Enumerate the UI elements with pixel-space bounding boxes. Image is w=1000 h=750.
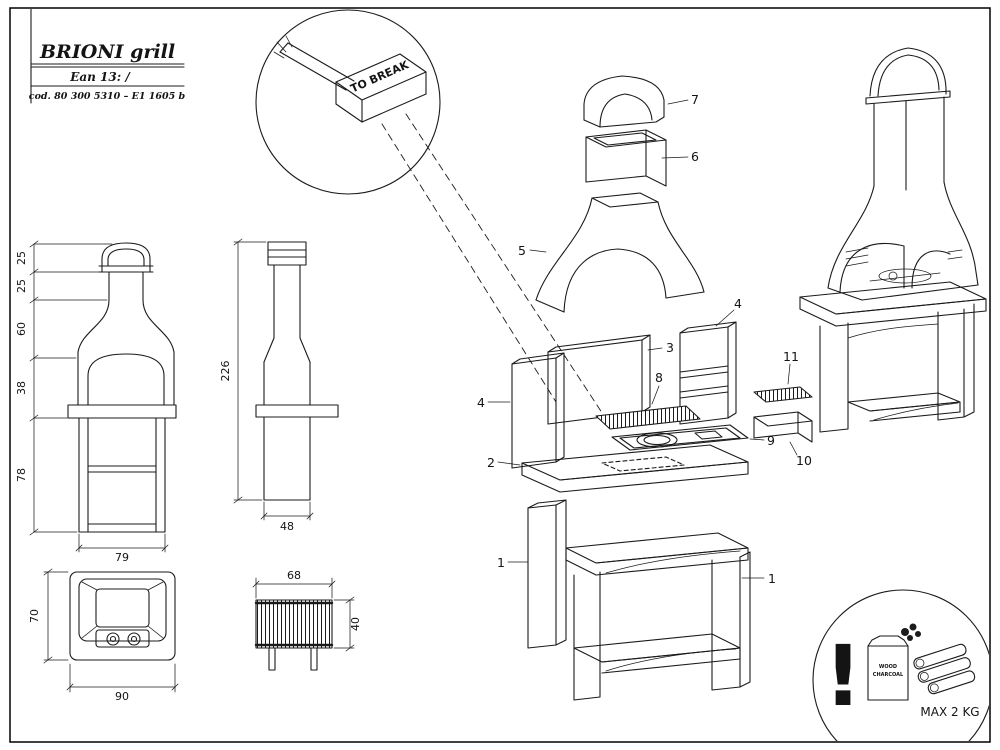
ean-code: Ean 13: / <box>69 70 131 84</box>
grate-front-view: 68 40 <box>252 569 362 671</box>
dim-79: 79 <box>115 551 129 564</box>
part-hood <box>535 192 705 313</box>
dim-40: 40 <box>349 617 362 631</box>
part-side-panel-right <box>679 321 737 425</box>
part-side-panel-left <box>511 352 565 469</box>
brand-title: BRIONI grill <box>39 41 175 63</box>
dim-226: 226 <box>219 361 232 382</box>
part-grate <box>595 405 701 430</box>
title-block: BRIONI grill Ean 13: / cod. 80 300 5310 … <box>29 9 186 104</box>
exclamation-icon: ! <box>824 627 862 725</box>
detail-circle <box>255 9 441 195</box>
dim-48: 48 <box>280 520 294 533</box>
dim-68: 68 <box>287 569 301 582</box>
grate-drawing <box>254 599 334 671</box>
front-view-drawing <box>67 242 177 533</box>
part-label-4b: 4 <box>734 296 742 311</box>
product-code: cod. 80 300 5310 – E1 1605 b <box>29 91 186 102</box>
dim-25a: 25 <box>15 251 28 265</box>
part-cap <box>583 75 665 128</box>
dim-90: 90 <box>115 690 129 703</box>
firebox-dimensions: 70 90 <box>28 568 179 703</box>
detail-bubble: TO BREAK <box>255 9 613 429</box>
part-label-4a: 4 <box>477 395 485 410</box>
part-tray <box>611 424 749 451</box>
charcoal-bag-icon: WOOD CHARCOAL <box>867 623 921 701</box>
dim-60: 60 <box>15 322 28 336</box>
part-grill <box>753 386 813 403</box>
grate-dimensions: 68 40 <box>252 569 362 652</box>
warning-circle <box>812 589 989 741</box>
part-label-10: 10 <box>796 453 812 468</box>
dim-78: 78 <box>15 468 28 482</box>
part-label-7: 7 <box>691 92 699 107</box>
part-label-3: 3 <box>666 340 674 355</box>
warning-bubble: ! WOOD CHARCOAL MAX 2 KG <box>812 589 989 741</box>
dim-25b: 25 <box>15 279 28 293</box>
front-view: 25 25 60 38 78 79 <box>15 240 177 564</box>
side-view-dimensions: 226 48 <box>219 238 314 533</box>
side-view-drawing <box>255 241 339 501</box>
part-label-8: 8 <box>655 370 663 385</box>
bag-label-1: WOOD <box>879 664 897 670</box>
to-break-label: TO BREAK <box>349 58 411 95</box>
part-worktop <box>521 444 749 493</box>
hammer-illustration <box>273 35 427 123</box>
firebox-drawing <box>69 571 176 661</box>
side-view: 226 48 <box>219 238 339 533</box>
part-back-panel <box>547 334 651 425</box>
part-base <box>527 499 751 701</box>
dim-70: 70 <box>28 609 41 623</box>
max-load-label: MAX 2 KG <box>920 705 979 719</box>
dim-38: 38 <box>15 381 28 395</box>
part-label-5: 5 <box>518 243 526 258</box>
firebox-top-view: 70 90 <box>28 568 179 703</box>
leader-dashed-lines <box>381 113 613 429</box>
bag-label-2: CHARCOAL <box>873 672 904 678</box>
assembled-view <box>799 47 987 433</box>
part-label-6: 6 <box>691 149 699 164</box>
part-label-1a: 1 <box>497 555 505 570</box>
part-label-1b: 1 <box>768 571 776 586</box>
page-border <box>9 7 991 743</box>
part-label-2: 2 <box>487 455 495 470</box>
part-label-9: 9 <box>767 433 775 448</box>
part-drawer <box>753 411 813 443</box>
part-label-11: 11 <box>783 349 799 364</box>
front-view-dimensions: 25 25 60 38 78 79 <box>15 240 169 564</box>
part-chimney <box>585 129 667 187</box>
exploded-view: 7 6 5 <box>477 75 813 701</box>
logs-icon <box>913 643 976 695</box>
